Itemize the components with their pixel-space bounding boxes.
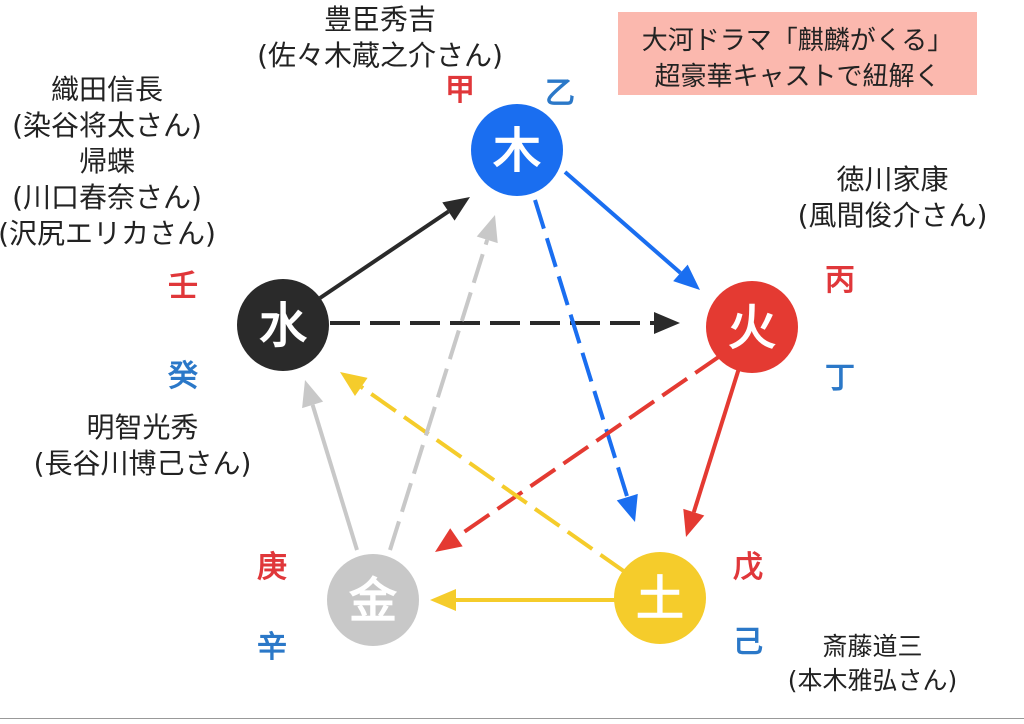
stem-label-fire: 丁 (825, 361, 855, 396)
person-actor: (佐々木蔵之介さん) (257, 39, 503, 72)
arrowhead-icon (340, 372, 368, 396)
divider (0, 718, 1024, 719)
element-circle-metal (327, 554, 419, 646)
solid-arrow-line (310, 404, 359, 551)
dashed-arrow-line (360, 385, 627, 574)
arrowhead-icon (673, 264, 700, 290)
arrowhead-icon (654, 312, 680, 334)
solid-arrow-line (563, 170, 682, 275)
person-actor: (風間俊介さん) (797, 199, 988, 232)
solid-arrow-line (691, 364, 742, 513)
element-char-water: 水 (259, 298, 308, 354)
stem-label-water: 癸 (167, 359, 199, 394)
stem-label-earth: 己 (733, 625, 763, 660)
person-actor: (染谷将太さん) (12, 109, 202, 142)
element-circle-wood (471, 104, 563, 196)
element-circle-fire (706, 281, 798, 373)
stem-label-fire: 丙 (825, 263, 855, 298)
person-role: 徳川家康 (836, 163, 949, 196)
stem-label-earth: 戊 (733, 550, 763, 585)
element-char-earth: 土 (636, 571, 684, 627)
element-circle-earth (614, 552, 706, 644)
stem-label-metal: 庚 (257, 550, 287, 585)
person-fire: 徳川家康 (風間俊介さん) (775, 162, 1010, 234)
person-metal: 明智光秀 (長谷川博己さん) (0, 410, 285, 482)
arrowhead-icon (302, 380, 324, 409)
title-box: 大河ドラマ「麒麟がくる」 超豪華キャストで紐解く (618, 12, 977, 95)
title-line-2: 超豪華キャストで紐解く (654, 62, 941, 92)
stem-label-water: 壬 (168, 269, 198, 304)
person-role: 斎藤道三 (822, 632, 923, 661)
person-role: 明智光秀 (86, 411, 199, 444)
person-water: 織田信長 (染谷将太さん) 帰蝶 (川口春奈さん) (沢尻エリカさん) (0, 72, 222, 252)
dashed-arrow-line (388, 239, 490, 551)
arrowhead-icon (442, 197, 470, 221)
stem-label-metal: 辛 (257, 630, 287, 665)
arrowhead-icon (435, 528, 463, 552)
person-role: 織田信長 (50, 73, 163, 106)
person-actor: (本木雅弘さん) (787, 666, 958, 695)
person-role: 帰蝶 (78, 145, 135, 178)
person-actor: (沢尻エリカさん) (0, 217, 216, 250)
element-circle-water (237, 279, 329, 371)
person-actor: (長谷川博己さん) (33, 447, 252, 480)
title-line-1: 大河ドラマ「麒麟がくる」 (641, 26, 954, 56)
person-role: 豊臣秀吉 (323, 3, 436, 36)
element-char-wood: 木 (493, 123, 541, 179)
solid-arrow-line (318, 209, 450, 300)
person-wood: 豊臣秀吉 (佐々木蔵之介さん) (255, 2, 505, 74)
dashed-arrow-line (455, 354, 722, 539)
stem-label-wood: 乙 (545, 76, 575, 111)
dashed-arrow-line (533, 199, 630, 498)
person-actor: (川口春奈さん) (12, 181, 202, 214)
arrowhead-icon (430, 589, 456, 611)
arrowhead-icon (476, 215, 498, 244)
stem-label-wood: 甲 (445, 73, 475, 108)
arrowhead-icon (683, 508, 705, 537)
element-char-metal: 金 (348, 573, 398, 629)
element-char-fire: 火 (728, 300, 776, 356)
person-earth: 斎藤道三 (本木雅弘さん) (770, 630, 975, 698)
arrowhead-icon (616, 493, 638, 522)
